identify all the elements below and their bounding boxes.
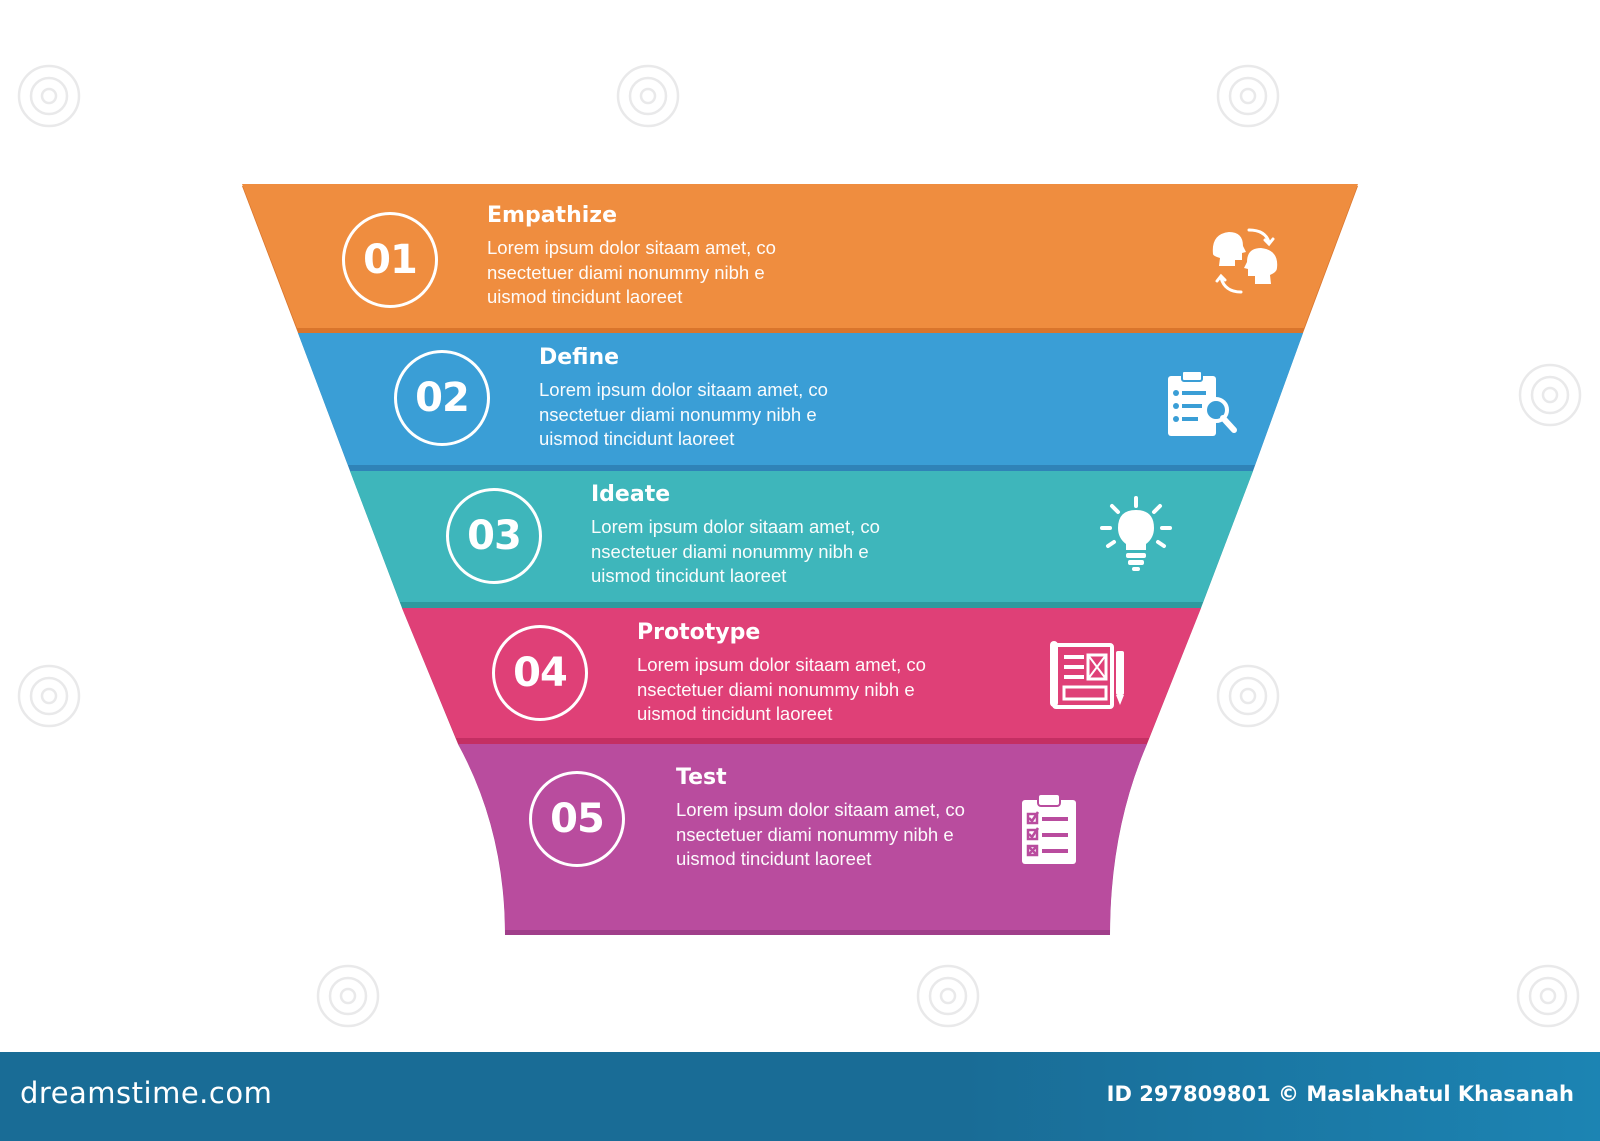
stage-band-01	[242, 184, 1358, 333]
stage-04-title: Prototype	[637, 620, 761, 645]
blueprint-icon	[1050, 641, 1124, 709]
stage-05-number: 05	[529, 771, 625, 867]
stage-band-05	[458, 744, 1147, 935]
stage-04-number: 04	[492, 625, 588, 721]
stage-05-text: Test Lorem ipsum dolor sitaam amet, co n…	[676, 764, 965, 872]
stage-01-title: Empathize	[487, 203, 617, 228]
stage-03-text: Ideate Lorem ipsum dolor sitaam amet, co…	[591, 481, 880, 589]
stage-04-description: Lorem ipsum dolor sitaam amet, co nsecte…	[637, 654, 926, 724]
stage-01-description: Lorem ipsum dolor sitaam amet, co nsecte…	[487, 237, 776, 307]
stage-01-text: Empathize Lorem ipsum dolor sitaam amet,…	[487, 202, 776, 310]
footer-credit: ID 297809801 © Maslakhatul Khasanah	[1106, 1082, 1574, 1106]
checklist-icon	[1022, 793, 1076, 864]
watermark	[17, 64, 1582, 1028]
stage-band-02	[298, 333, 1303, 471]
lightbulb-icon	[1100, 496, 1172, 571]
stage-05-title: Test	[676, 765, 727, 790]
stage-05-description: Lorem ipsum dolor sitaam amet, co nsecte…	[676, 799, 965, 869]
stage-band-03	[350, 471, 1253, 608]
footer-bar: dreamstime.com ID 297809801 © Maslakhatu…	[0, 1052, 1600, 1141]
clipboard-search-icon	[1168, 370, 1237, 436]
funnel-diagram	[17, 64, 1582, 1028]
stage-02-title: Define	[539, 345, 620, 370]
stage-03-description: Lorem ipsum dolor sitaam amet, co nsecte…	[591, 516, 880, 586]
stage-03-title: Ideate	[591, 482, 671, 507]
stage-03-number: 03	[446, 488, 542, 584]
stage-01-number: 01	[342, 212, 438, 308]
stage-02-number: 02	[394, 350, 490, 446]
footer-brand: dreamstime.com	[20, 1076, 273, 1110]
stage-02-text: Define Lorem ipsum dolor sitaam amet, co…	[539, 344, 828, 452]
stage-02-description: Lorem ipsum dolor sitaam amet, co nsecte…	[539, 379, 828, 449]
empathy-heads-icon	[1212, 228, 1278, 294]
stage-04-text: Prototype Lorem ipsum dolor sitaam amet,…	[637, 619, 926, 727]
stage-band-04	[402, 608, 1201, 744]
